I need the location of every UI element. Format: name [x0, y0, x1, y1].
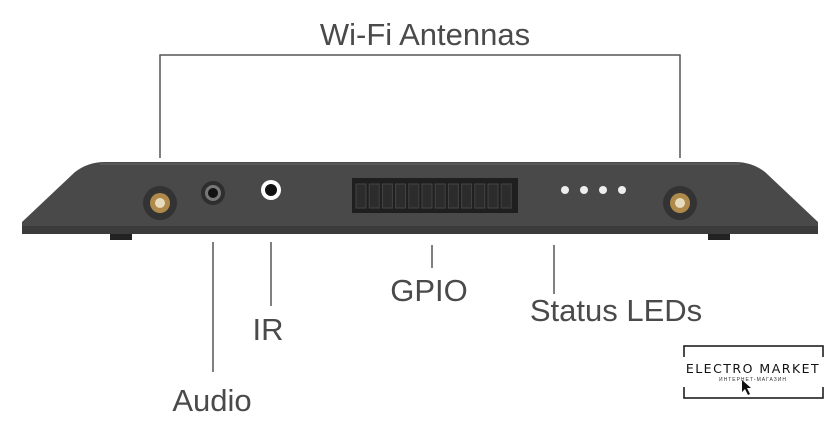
gpio-pin [487, 183, 499, 209]
gpio-pin [447, 183, 459, 209]
ir-port [261, 180, 281, 200]
gpio-label: GPIO [390, 273, 468, 308]
wifi-bracket [159, 54, 681, 158]
gpio-pin [355, 183, 367, 209]
electro-market-logo: ELECTRO MARKET ИНТЕРНЕТ-МАГАЗИН [683, 345, 824, 399]
ir-label: IR [253, 312, 284, 347]
callout-lines [159, 54, 681, 372]
gpio-pin [461, 183, 473, 209]
right-foot [708, 232, 730, 240]
antenna-connector-right [663, 186, 697, 220]
gpio-pin [434, 183, 446, 209]
logo-subtitle: ИНТЕРНЕТ-МАГАЗИН [719, 377, 787, 383]
cursor-icon [742, 380, 751, 395]
gpio-pin [474, 183, 486, 209]
gpio-pin [408, 183, 420, 209]
wifi-antennas-label: Wi-Fi Antennas [320, 17, 530, 52]
status-leds-label: Status LEDs [530, 293, 702, 328]
gpio-pin [421, 183, 433, 209]
gpio-pin [368, 183, 380, 209]
gpio-terminal-block [352, 178, 518, 213]
logo-title: ELECTRO MARKET [686, 361, 820, 376]
antenna-connector-left [143, 186, 177, 220]
status-leds [561, 186, 626, 194]
gpio-pin [500, 183, 512, 209]
gpio-pin [395, 183, 407, 209]
gpio-pin [381, 183, 393, 209]
left-foot [110, 232, 132, 240]
audio-jack [201, 181, 225, 205]
audio-label: Audio [172, 383, 251, 418]
